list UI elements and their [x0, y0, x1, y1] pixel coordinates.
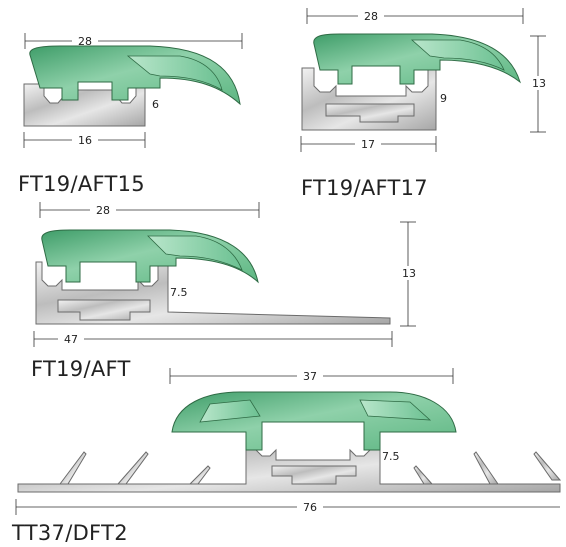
profile-caption: FT19/AFT15	[18, 172, 145, 196]
aluminium-fin	[413, 465, 434, 485]
dim-label: 9	[440, 92, 447, 105]
dim-top-width: 28	[306, 8, 524, 24]
aluminium-fin	[533, 451, 562, 481]
dim-bottom-width: 17	[300, 136, 437, 152]
dim-top-width: 37	[169, 368, 454, 384]
profile-caption: TT37/DFT2	[11, 521, 128, 545]
aluminium-fin	[473, 451, 499, 485]
dim-total-height: 13	[400, 221, 418, 327]
dim-total-height: 13	[530, 35, 548, 133]
dim-label: 47	[64, 333, 78, 346]
dim-label: 28	[78, 35, 92, 48]
aluminium-fin	[116, 451, 149, 485]
aluminium-web	[57, 299, 151, 321]
dim-label: 28	[364, 10, 378, 23]
insert-highlight	[199, 399, 261, 423]
aluminium-web	[325, 103, 415, 123]
insert-highlight	[359, 399, 432, 421]
dim-label: 7.5	[382, 450, 400, 463]
dim-top-width: 28	[39, 202, 260, 218]
profile-ft19-aft17: 28 13 9 17 FT19/AFT17	[300, 8, 548, 200]
dim-label: 13	[402, 267, 416, 280]
dim-label: 16	[78, 134, 92, 147]
profile-ft19-aft: 28 13 7.5 47 FT19/AFT	[31, 202, 418, 381]
insert-highlight	[410, 39, 505, 71]
dim-bottom-width: 47	[33, 331, 393, 347]
insert-highlight	[147, 235, 243, 271]
aluminium-web	[271, 465, 357, 485]
dim-bottom-width: 76	[15, 499, 560, 515]
dim-top-width: 28	[24, 33, 243, 49]
profile-ft19-aft15: 28 6 16 FT19/AFT15	[18, 33, 243, 196]
profile-caption: FT19/AFT17	[301, 176, 428, 200]
dim-label: 13	[532, 77, 546, 90]
green-insert	[171, 391, 457, 451]
insert-highlight	[126, 55, 223, 91]
dim-label: 7.5	[170, 286, 188, 299]
profile-tt37-dft2: 37 7.5 76 TT37/DFT2	[11, 368, 562, 545]
profile-caption: FT19/AFT	[31, 357, 131, 381]
dim-label: 6	[152, 98, 159, 111]
dim-bottom-width: 16	[23, 132, 146, 148]
aluminium-fin	[59, 451, 87, 485]
dim-label: 76	[303, 501, 317, 514]
dim-label: 28	[96, 204, 110, 217]
dim-label: 17	[361, 138, 375, 151]
dim-label: 37	[303, 370, 317, 383]
aluminium-fin	[188, 465, 211, 485]
